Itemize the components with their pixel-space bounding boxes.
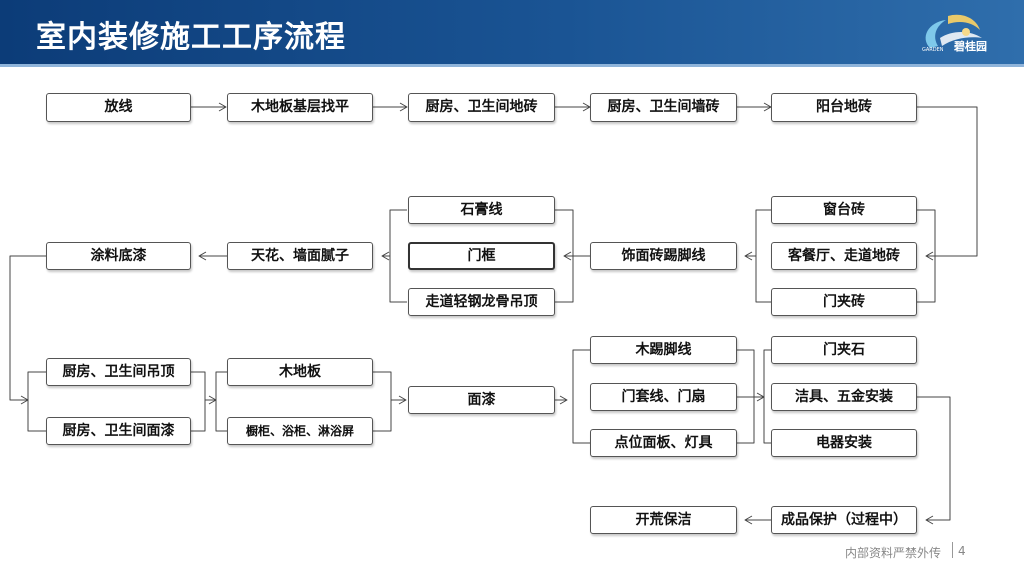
step-box-switch-panels-lights: 点位面板、灯具 [590,429,737,457]
step-box-cabinets-shower-screen: 橱柜、浴柜、淋浴屏 [227,417,373,445]
step-box-topcoat: 面漆 [408,386,555,414]
step-box-door-casing-leaf: 门套线、门扇 [590,383,737,411]
step-box-balcony-floor-tile: 阳台地砖 [771,93,917,122]
footer-confidential-notice: 内部资料严禁外传 [845,546,942,560]
step-box-window-sill-tile: 窗台砖 [771,196,917,224]
step-box-door-frame: 门框 [408,242,555,270]
step-box-kitchen-bath-floor-tile: 厨房、卫生间地砖 [408,93,555,122]
step-box-appliance-install: 电器安装 [771,429,917,457]
step-box-primer-paint: 涂料底漆 [46,242,191,270]
step-box-corridor-steel-ceiling: 走道轻钢龙骨吊顶 [408,288,555,316]
company-logo-icon [925,14,982,48]
step-box-floor-leveling: 木地板基层找平 [227,93,373,122]
step-box-finished-protection: 成品保护（过程中） [771,506,917,534]
title-bar [0,0,1024,64]
step-box-door-threshold-stone: 门夹石 [771,336,917,364]
step-box-ceiling-wall-putty: 天花、墙面腻子 [227,242,373,270]
step-box-setting-out: 放线 [46,93,191,122]
logo-text: 碧桂园 [954,40,987,53]
step-box-living-corridor-floor-tile: 客餐厅、走道地砖 [771,242,917,270]
step-box-wood-flooring: 木地板 [227,358,373,386]
footer-divider [952,542,953,558]
step-box-final-cleaning: 开荒保洁 [590,506,737,534]
step-box-kitchen-bath-wall-tile: 厨房、卫生间墙砖 [590,93,737,122]
step-box-wood-skirting: 木踢脚线 [590,336,737,364]
page-number: 4 [958,544,966,558]
step-box-kitchen-bath-topcoat: 厨房、卫生间面漆 [46,417,191,445]
step-box-door-threshold-tile: 门夹砖 [771,288,917,316]
slide-title: 室内装修施工工序流程 [36,20,346,55]
logo-subtext: GARDEN [922,47,944,53]
step-box-plaster-cornice: 石膏线 [408,196,555,224]
step-box-tile-skirting: 饰面砖踢脚线 [590,242,737,270]
step-box-sanitary-hardware: 洁具、五金安装 [771,383,917,411]
title-bar-stripe [0,64,1024,67]
step-box-kitchen-bath-ceiling: 厨房、卫生间吊顶 [46,358,191,386]
